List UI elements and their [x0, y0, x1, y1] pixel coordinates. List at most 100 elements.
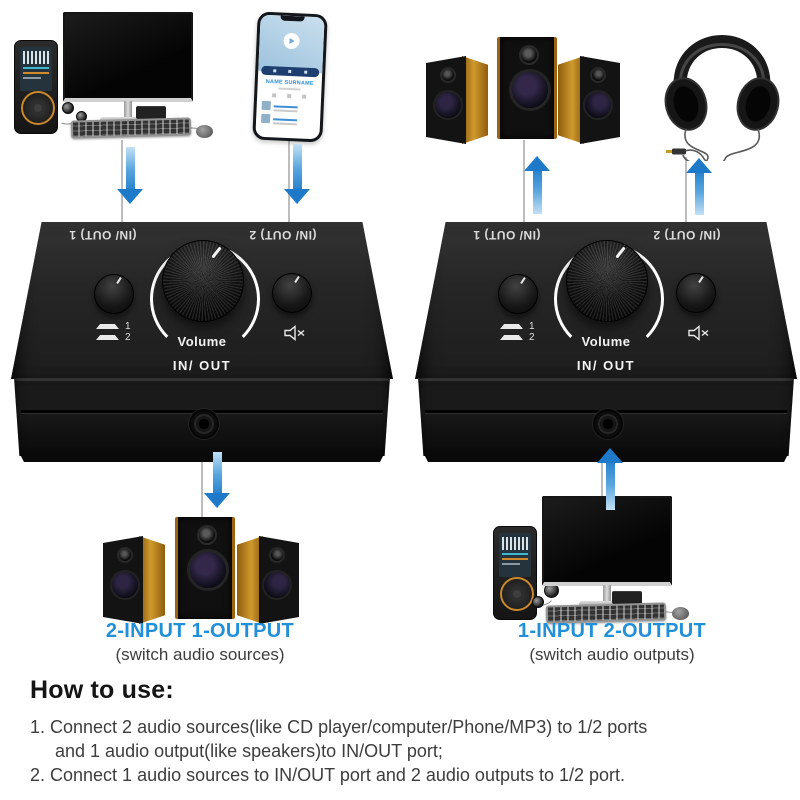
audio-cable [685, 157, 687, 224]
volume-label: Volume [177, 334, 227, 349]
ear-cup [664, 77, 708, 131]
arrow-shaft [292, 144, 302, 189]
channel-select-knob [498, 274, 538, 314]
earbud [532, 596, 544, 608]
wheel-hub [34, 104, 42, 112]
audio-cable [288, 138, 290, 224]
album-art [258, 14, 325, 74]
tweeter [117, 547, 133, 563]
channel-selector-icon: 1 2 [500, 322, 544, 346]
inout-label: IN/ OUT [576, 358, 636, 373]
audio-cable [601, 432, 603, 498]
arrow-head [597, 448, 623, 463]
inout-label: IN/ OUT [172, 358, 232, 373]
woofer [509, 69, 551, 111]
knob-indicator [294, 276, 300, 283]
bookshelf-speaker [558, 56, 620, 144]
speaker-front [580, 56, 620, 144]
track-text-lines [273, 117, 298, 121]
monitor-stand [603, 585, 611, 601]
mp3-control-wheel [21, 91, 55, 125]
signal-arrow-up-icon [524, 156, 550, 214]
mp3-player [493, 526, 537, 620]
selector-bar [500, 324, 523, 329]
bookshelf-speaker-center [175, 517, 235, 619]
speaker-front [426, 56, 466, 144]
audio-plug [672, 148, 686, 155]
device-base [20, 456, 384, 462]
selector-bar [96, 324, 119, 329]
equalizer-graphic [502, 537, 528, 550]
mp3-player [14, 40, 58, 134]
phone-notch [280, 15, 305, 22]
woofer [187, 549, 229, 591]
inout-audio-jack [593, 409, 623, 439]
wheel-hub [513, 590, 521, 598]
volume-knob [162, 240, 244, 322]
arrow-shaft [694, 173, 704, 215]
woofer [433, 90, 463, 120]
action-icon [272, 93, 277, 98]
channel-2-number: 2 [529, 332, 535, 343]
volume-knob [566, 240, 648, 322]
track-thumbnail [261, 100, 271, 111]
volume-label: Volume [581, 334, 631, 349]
bookshelf-speaker-center [497, 37, 557, 139]
scenario-subtitle: (switch audio sources) [115, 645, 285, 664]
tweeter [197, 525, 217, 545]
knob-indicator [698, 276, 704, 283]
left-scenario-label: 2-INPUT 1-OUTPUT (switch audio sources) [50, 620, 350, 665]
playlist-item [260, 113, 315, 125]
screen-line [502, 558, 528, 560]
port-1-label: (IN/ OUT) 1 [69, 228, 137, 242]
headphones [664, 35, 780, 161]
track-text-lines [273, 104, 298, 108]
screen-line [23, 67, 49, 69]
computer-mouse [196, 125, 213, 138]
tweeter [269, 547, 285, 563]
mp3-screen [20, 47, 52, 91]
tweeter [440, 67, 456, 83]
keyboard-key-rows [547, 604, 665, 622]
tweeter [519, 45, 539, 65]
monitor-stand [124, 101, 132, 117]
prev-icon [273, 69, 277, 73]
scenario-title: 1-INPUT 2-OUTPUT [517, 620, 707, 642]
player-controls-bar [261, 65, 320, 78]
screen-line [502, 563, 520, 565]
mute-knob [272, 273, 312, 313]
mp3-screen [499, 533, 531, 577]
ear-cup [736, 77, 780, 131]
port-2-label: (IN/ OUT) 2 [653, 228, 721, 242]
selector-bar [96, 335, 119, 340]
audio-plug-tip [666, 150, 672, 153]
instruction-step-2: 2. Connect 1 audio sources to IN/OUT por… [30, 765, 626, 785]
computer-monitor [63, 12, 193, 123]
phone-screen: NAME SURNAME [255, 14, 325, 140]
earbud [62, 102, 74, 114]
how-to-use-section: How to use: 1. Connect 2 audio sources(l… [30, 676, 780, 787]
mini-pc-box [612, 591, 642, 604]
channel-2-number: 2 [125, 332, 131, 343]
speaker-wood-side [462, 56, 488, 144]
play-triangle [289, 37, 295, 45]
screen-line [23, 77, 41, 79]
signal-arrow-down-icon [204, 452, 230, 508]
inout-audio-jack [189, 409, 219, 439]
computer-keyboard [70, 117, 192, 139]
screen-line [23, 72, 49, 74]
woofer [110, 570, 140, 600]
speaker-wood-side [139, 536, 165, 624]
monitor-screen [542, 496, 672, 586]
instruction-step-1: 1. Connect 2 audio sources(like CD playe… [30, 717, 648, 737]
action-icon [302, 94, 307, 99]
next-icon [303, 70, 308, 74]
knob-indicator [211, 246, 222, 259]
signal-arrow-down-icon [117, 147, 143, 204]
mute-knob [676, 273, 716, 313]
smartphone: NAME SURNAME [252, 11, 328, 143]
instruction-step-1-continued: and 1 audio output(like speakers)to IN/O… [55, 741, 443, 761]
action-icon [287, 93, 292, 99]
arrow-head [204, 493, 230, 508]
